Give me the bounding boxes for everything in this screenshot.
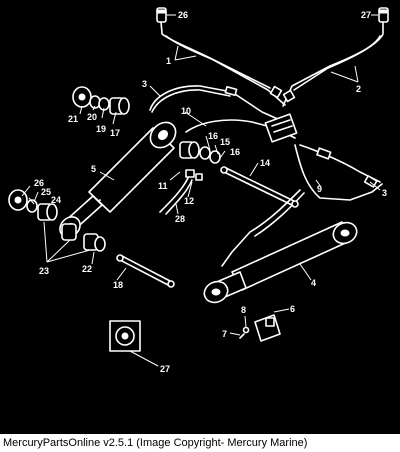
parts-diagram: 26 27 1 2 3 10 21 20 19 17 16 15 16 14 5… <box>0 0 400 434</box>
callout-2: 2 <box>356 84 361 94</box>
callout-7: 7 <box>222 329 227 339</box>
hose-right <box>294 144 383 201</box>
callout-3: 3 <box>142 79 147 89</box>
detail-27-box <box>109 320 159 367</box>
callout-23: 24 <box>51 195 61 205</box>
rod-13 <box>220 166 299 208</box>
callout-19: 21 <box>68 114 78 124</box>
callout-11: 11 <box>158 181 168 191</box>
callout-27: 27 <box>160 364 170 374</box>
callout-9: 9 <box>317 184 322 194</box>
hose-3 <box>149 85 281 121</box>
callout-20: 18 <box>113 280 123 290</box>
callout-22: 23 <box>39 266 49 276</box>
callout-26: 27 <box>361 10 371 20</box>
callout-3: 3 <box>382 188 387 198</box>
callout-12: 12 <box>184 196 194 206</box>
bushing-stack-center <box>179 141 221 164</box>
bracket-6 <box>239 314 281 342</box>
callout-16: 16 <box>208 131 218 141</box>
callout-24: 25 <box>41 187 51 197</box>
leader-lines <box>21 14 381 336</box>
callout-16: 17 <box>110 128 120 138</box>
callout-1: 1 <box>166 56 171 66</box>
callout-10: 10 <box>181 106 191 116</box>
hose-10 <box>185 119 296 139</box>
callout-13: 14 <box>260 158 270 168</box>
hose-28 <box>159 169 203 215</box>
callout-14: 15 <box>220 137 230 147</box>
callout-18: 20 <box>87 112 97 122</box>
callout-26: 26 <box>178 10 188 20</box>
fitting-left <box>156 7 167 34</box>
callout-5: 5 <box>91 164 96 174</box>
bushing-stack-lower <box>8 189 106 252</box>
callout-8: 8 <box>241 305 246 315</box>
fitting-right <box>378 7 389 34</box>
hose-assembly <box>161 33 384 107</box>
callouts: 26 27 1 2 3 10 21 20 19 17 16 15 16 14 5… <box>34 10 387 374</box>
callout-15: 16 <box>230 147 240 157</box>
image-caption: MercuryPartsOnline v2.5.1 (Image Copyrig… <box>3 437 308 449</box>
callout-17: 19 <box>96 124 106 134</box>
exploded-view: 26 27 1 2 3 10 21 20 19 17 16 15 16 14 5… <box>8 7 389 374</box>
bushing-stack-left <box>72 86 130 115</box>
hose-lower <box>221 189 305 267</box>
rod-20 <box>116 254 175 288</box>
callout-28: 28 <box>175 214 185 224</box>
manifold-block <box>264 113 298 143</box>
callout-25: 26 <box>34 178 44 188</box>
callout-21: 22 <box>82 264 92 274</box>
cylinder-4 <box>203 221 358 304</box>
callout-6: 6 <box>290 304 295 314</box>
callout-4: 4 <box>311 278 316 288</box>
